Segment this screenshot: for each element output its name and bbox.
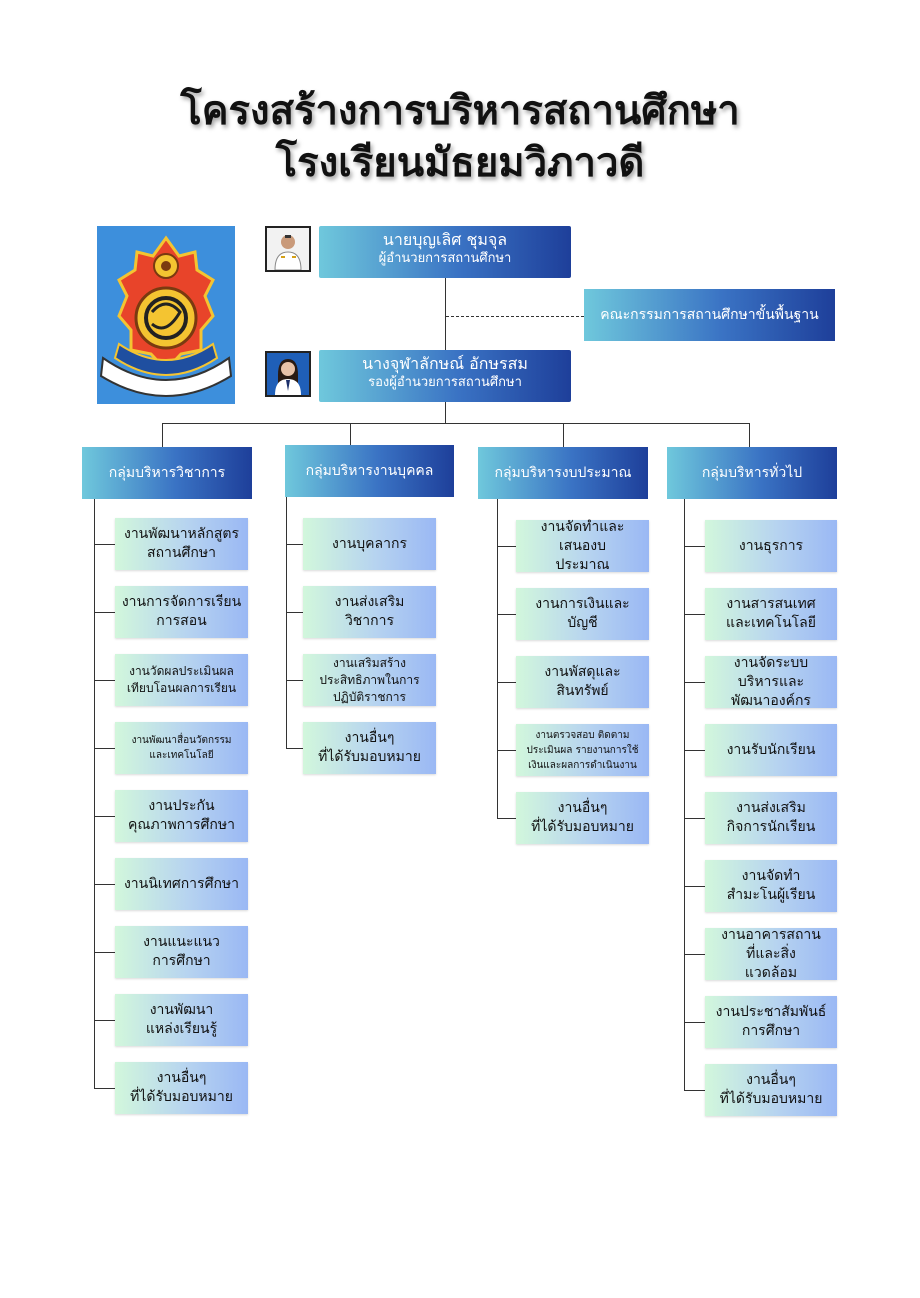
task-box: งานอื่นๆ ที่ได้รับมอบหมาย <box>115 1062 248 1114</box>
task-connector <box>94 952 115 953</box>
deputy-box: นางจุฬาลักษณ์ อักษรสม รองผู้อำนวยการสถาน… <box>319 350 571 402</box>
school-emblem-icon <box>97 226 235 404</box>
task-box: งานสารสนเทศ และเทคโนโลยี <box>705 588 837 640</box>
task-box: งานการจัดการเรียน การสอน <box>115 586 248 638</box>
task-box: งานส่งเสริม วิชาการ <box>303 586 436 638</box>
task-connector <box>497 546 516 547</box>
task-box: งานรับนักเรียน <box>705 724 837 776</box>
trunk-personnel <box>286 497 287 749</box>
task-box: งานตรวจสอบ ติดตาม ประเมินผล รายงานการใช้… <box>516 724 649 776</box>
connector-director-deputy <box>445 278 446 350</box>
page-title-line2: โรงเรียนมัธยมวิภาวดี <box>275 139 645 186</box>
task-connector <box>94 884 115 885</box>
task-connector <box>286 612 303 613</box>
group-academic: กลุ่มบริหารวิชาการ <box>82 447 252 499</box>
task-box: งานอื่นๆ ที่ได้รับมอบหมาย <box>516 792 649 844</box>
task-connector <box>94 612 115 613</box>
group-personnel: กลุ่มบริหารงานบุคคล <box>285 445 454 497</box>
task-box: งานอาคารสถาน ที่และสิ่ง แวดล้อม <box>705 927 837 981</box>
school-logo <box>97 226 235 404</box>
task-connector <box>684 818 705 819</box>
task-connector <box>94 1020 115 1021</box>
deputy-position: รองผู้อำนวยการสถานศึกษา <box>368 375 522 390</box>
deputy-name: นางจุฬาลักษณ์ อักษรสม <box>362 354 528 373</box>
task-box: งานบุคลากร <box>303 518 436 570</box>
task-connector <box>684 614 705 615</box>
task-box: งานอื่นๆ ที่ได้รับมอบหมาย <box>303 722 436 774</box>
task-box: งานเสริมสร้าง ประสิทธิภาพในการ ปฏิบัติรา… <box>303 654 436 706</box>
task-connector <box>684 1090 705 1091</box>
task-connector <box>684 546 705 547</box>
group-budget: กลุ่มบริหารงบประมาณ <box>478 447 648 499</box>
connector-committee <box>446 316 584 317</box>
trunk-academic <box>94 499 95 1089</box>
task-connector <box>497 682 516 683</box>
task-box: งานประกัน คุณภาพการศึกษา <box>115 790 248 842</box>
task-connector <box>286 748 303 749</box>
task-connector <box>684 954 705 955</box>
task-connector <box>497 614 516 615</box>
task-box: งานพัฒนาสื่อนวัตกรรม และเทคโนโลยี <box>115 722 248 774</box>
task-connector <box>94 748 115 749</box>
task-box: งานพัสดุและ สินทรัพย์ <box>516 656 649 708</box>
connector-group-3 <box>563 423 564 447</box>
director-photo <box>265 226 311 272</box>
task-connector <box>286 680 303 681</box>
director-position: ผู้อำนวยการสถานศึกษา <box>378 251 512 266</box>
connector-deputy-groups <box>445 402 446 424</box>
task-box: งานจัดทำ สำมะโนผู้เรียน <box>705 860 837 912</box>
connector-group-1 <box>162 423 163 447</box>
deputy-photo <box>265 351 311 397</box>
task-connector <box>684 1022 705 1023</box>
task-connector <box>94 680 115 681</box>
person-photo-icon <box>267 228 309 270</box>
task-connector <box>497 750 516 751</box>
connector-group-4 <box>749 423 750 447</box>
group-general: กลุ่มบริหารทั่วไป <box>667 447 837 499</box>
task-box: งานจัดระบบ บริหารและ พัฒนาองค์กร <box>705 655 837 709</box>
person-photo-icon <box>267 353 309 395</box>
task-box: งานส่งเสริม กิจการนักเรียน <box>705 792 837 844</box>
task-connector <box>94 1088 115 1089</box>
director-box: นายบุญเลิศ ชุมจุล ผู้อำนวยการสถานศึกษา <box>319 226 571 278</box>
task-connector <box>684 682 705 683</box>
task-box: งานวัดผลประเมินผล เทียบโอนผลการเรียน <box>115 654 248 706</box>
task-connector <box>286 544 303 545</box>
task-box: งานพัฒนา แหล่งเรียนรู้ <box>115 994 248 1046</box>
director-name: นายบุญเลิศ ชุมจุล <box>382 230 508 249</box>
trunk-general <box>684 499 685 1091</box>
task-box: งานจัดทำและ เสนองบ ประมาณ <box>516 519 649 573</box>
task-box: งานพัฒนาหลักสูตร สถานศึกษา <box>115 518 248 570</box>
connector-group-2 <box>350 423 351 445</box>
task-box: งานประชาสัมพันธ์ การศึกษา <box>705 996 837 1048</box>
task-box: งานการเงินและ บัญชี <box>516 588 649 640</box>
trunk-budget <box>497 499 498 819</box>
task-connector <box>684 750 705 751</box>
task-connector <box>497 818 516 819</box>
task-box: งานนิเทศการศึกษา <box>115 858 248 910</box>
task-box: งานธุรการ <box>705 520 837 572</box>
task-box: งานอื่นๆ ที่ได้รับมอบหมาย <box>705 1064 837 1116</box>
task-connector <box>94 544 115 545</box>
task-box: งานแนะแนว การศึกษา <box>115 926 248 978</box>
connector-groups-bar <box>162 423 750 424</box>
page-title-line1: โครงสร้างการบริหารสถานศึกษา <box>180 87 740 134</box>
task-connector <box>684 886 705 887</box>
task-connector <box>94 816 115 817</box>
committee-box: คณะกรรมการสถานศึกษาขั้นพื้นฐาน <box>584 289 835 341</box>
